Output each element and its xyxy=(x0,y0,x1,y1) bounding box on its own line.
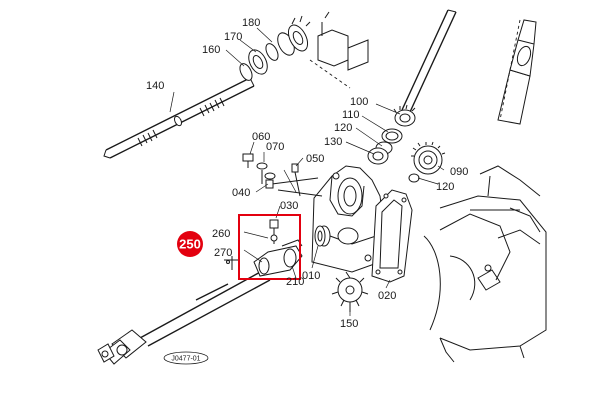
gasket-020 xyxy=(371,189,413,283)
impeller-150 xyxy=(331,271,369,312)
shaft-140 xyxy=(103,77,255,159)
bolts-upper xyxy=(242,153,323,197)
drive-shaft-lower xyxy=(139,269,271,347)
callout-050[interactable]: 050 xyxy=(306,153,324,165)
drawing-code-label: J0477-01 xyxy=(171,356,200,363)
seal-010 xyxy=(314,225,326,247)
universal-joint-lower-left xyxy=(97,329,147,365)
callout-170[interactable]: 170 xyxy=(224,31,242,43)
callout-120-upper[interactable]: 120 xyxy=(334,122,352,134)
callout-badge-250-label: 250 xyxy=(179,237,201,252)
callout-030[interactable]: 030 xyxy=(280,200,298,212)
callout-040[interactable]: 040 xyxy=(232,187,250,199)
callout-090[interactable]: 090 xyxy=(450,166,468,178)
callout-260[interactable]: 260 xyxy=(212,228,230,240)
callout-130[interactable]: 130 xyxy=(324,136,342,148)
coupling-top-center xyxy=(309,11,369,89)
callout-020[interactable]: 020 xyxy=(378,290,396,302)
callout-160[interactable]: 160 xyxy=(202,44,220,56)
highlight-box xyxy=(238,214,301,280)
universal-joint-top-right xyxy=(497,19,537,125)
leader-lines xyxy=(169,27,445,316)
callout-badge-250[interactable]: 250 xyxy=(177,231,203,257)
callout-270[interactable]: 270 xyxy=(214,247,232,259)
bearing-stack-top xyxy=(239,15,311,81)
transmission-case-right xyxy=(423,165,547,363)
gear-090 xyxy=(408,141,446,183)
callout-180[interactable]: 180 xyxy=(242,17,260,29)
gear-cluster xyxy=(367,104,416,165)
callout-labels: 140 160 170 180 100 110 120 130 090 120 … xyxy=(146,17,468,330)
callout-060[interactable]: 060 xyxy=(252,131,270,143)
callout-100[interactable]: 100 xyxy=(350,96,368,108)
drawing-code: J0477-01 xyxy=(163,351,209,365)
shaft-vertical-right xyxy=(401,9,457,113)
callout-120-lower[interactable]: 120 xyxy=(436,181,454,193)
callout-070[interactable]: 070 xyxy=(266,141,284,153)
callout-010[interactable]: 010 xyxy=(302,270,320,282)
highlight-assembly xyxy=(224,219,303,277)
callout-210[interactable]: 210 xyxy=(286,276,304,288)
callout-140[interactable]: 140 xyxy=(146,80,164,92)
callout-110[interactable]: 110 xyxy=(342,109,360,121)
callout-150[interactable]: 150 xyxy=(340,318,358,330)
